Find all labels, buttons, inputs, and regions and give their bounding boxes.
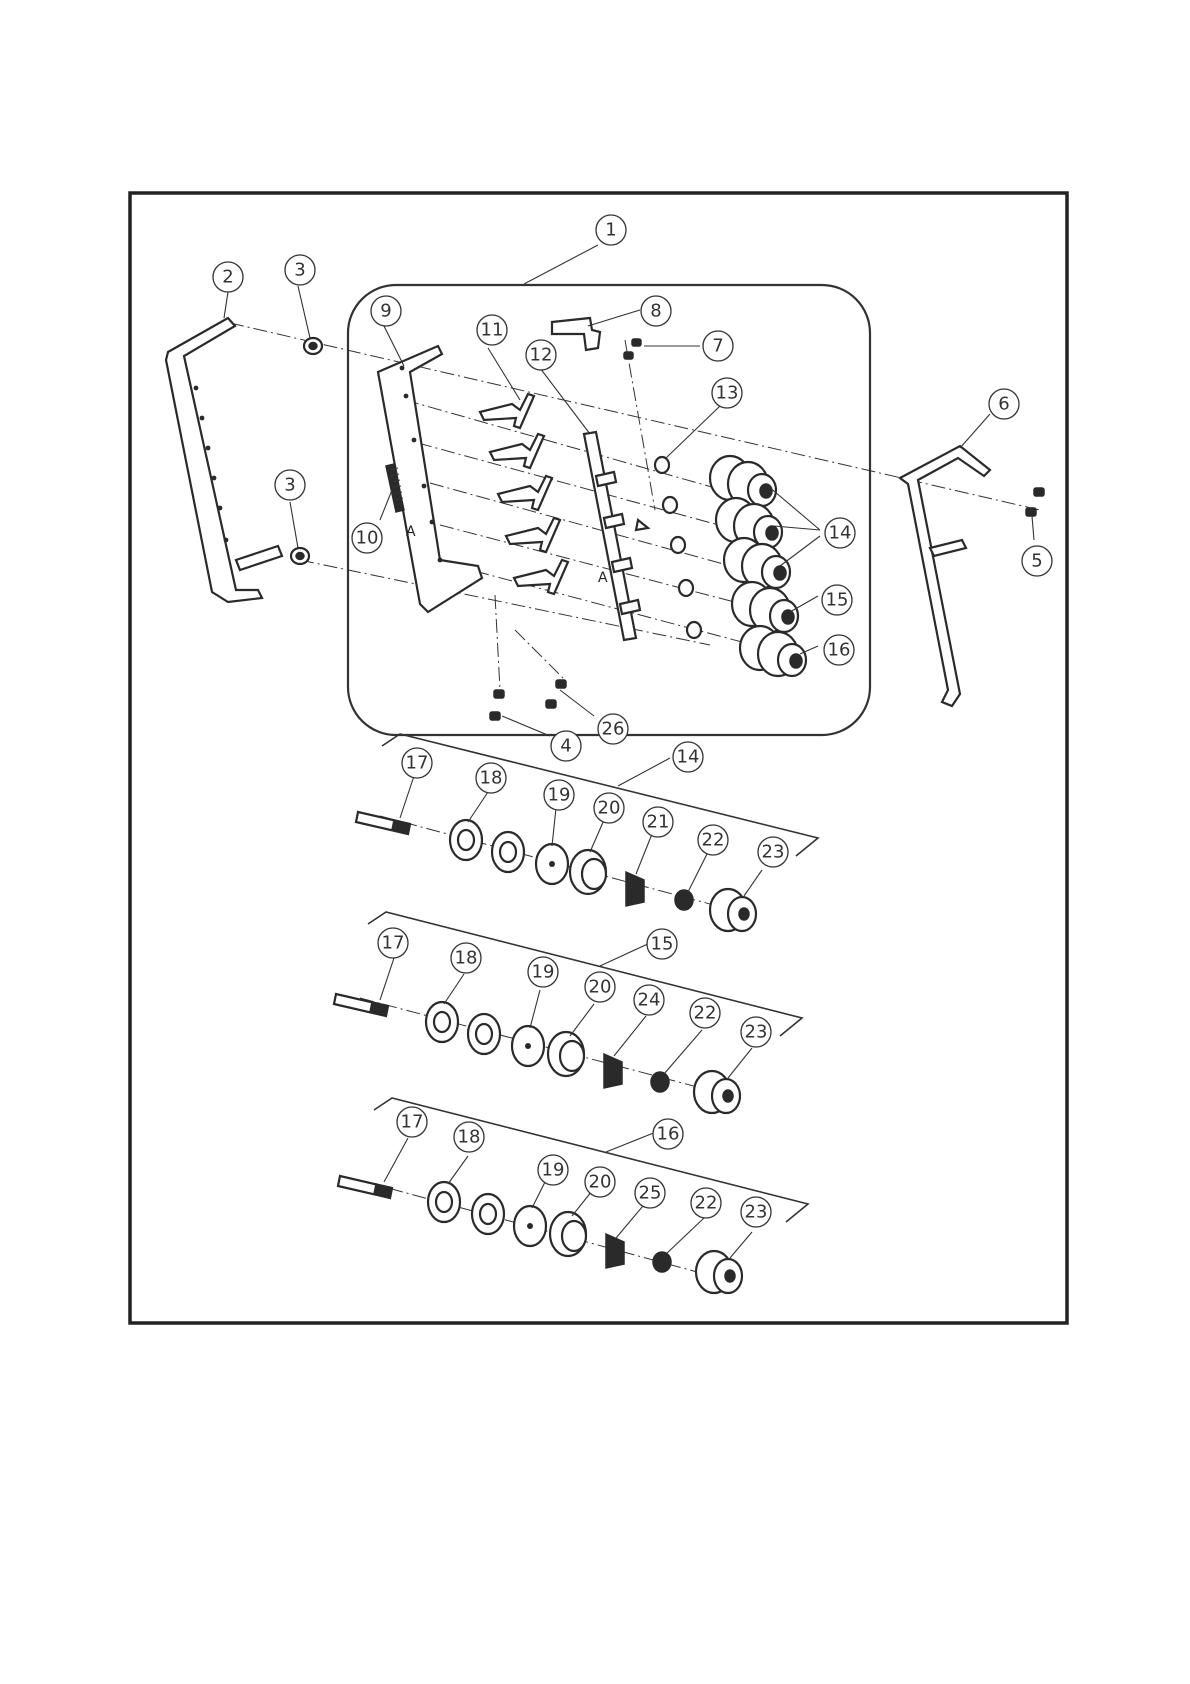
svg-text:15: 15: [651, 934, 674, 955]
svg-text:22: 22: [694, 1003, 717, 1024]
svg-text:14: 14: [677, 747, 700, 768]
svg-text:20: 20: [589, 1172, 612, 1193]
callout-3-upper: 3: [285, 255, 315, 285]
callout-14-top: 14: [825, 518, 855, 548]
svg-text:23: 23: [762, 842, 785, 863]
svg-text:25: 25: [639, 1183, 662, 1204]
callout-22-b: 22: [690, 998, 720, 1028]
callout-22-a: 22: [698, 825, 728, 855]
svg-text:15: 15: [826, 590, 849, 611]
svg-text:2: 2: [222, 267, 233, 288]
svg-text:20: 20: [589, 977, 612, 998]
svg-text:22: 22: [695, 1193, 718, 1214]
bracket-part-8: [552, 318, 600, 350]
callout-16-detail: 16: [653, 1119, 683, 1149]
screws-part-5: [1026, 488, 1044, 516]
svg-text:5: 5: [1031, 551, 1042, 572]
svg-text:22: 22: [702, 830, 725, 851]
svg-text:23: 23: [745, 1022, 768, 1043]
svg-text:18: 18: [480, 768, 503, 789]
callout-17-b: 17: [378, 928, 408, 958]
callout-19-b: 19: [528, 957, 558, 987]
svg-text:17: 17: [401, 1112, 424, 1133]
callout-18-c: 18: [454, 1122, 484, 1152]
mark-a-right: A: [598, 570, 608, 586]
diagram-frame: [130, 193, 1067, 1323]
callout-12: 12: [526, 340, 556, 370]
callout-18-b: 18: [451, 943, 481, 973]
callout-8: 8: [641, 296, 671, 326]
callout-20-b: 20: [585, 972, 615, 1002]
svg-text:17: 17: [382, 933, 405, 954]
svg-text:17: 17: [406, 753, 429, 774]
callout-15-detail: 15: [647, 929, 677, 959]
bracket-part-6: [900, 446, 990, 706]
svg-text:19: 19: [542, 1160, 565, 1181]
callout-13: 13: [712, 378, 742, 408]
callout-11: 11: [477, 315, 507, 345]
svg-text:16: 16: [657, 1124, 680, 1145]
svg-text:19: 19: [532, 962, 555, 983]
svg-text:16: 16: [828, 640, 851, 661]
svg-text:8: 8: [650, 301, 661, 322]
svg-text:26: 26: [602, 719, 625, 740]
callout-19-a: 19: [544, 780, 574, 810]
mark-a-left: A: [406, 524, 416, 540]
callout-7: 7: [703, 331, 733, 361]
callout-3-lower: 3: [275, 470, 305, 500]
svg-text:3: 3: [294, 260, 305, 281]
svg-text:21: 21: [647, 812, 670, 833]
callout-17-c: 17: [397, 1107, 427, 1137]
callout-26: 26: [598, 714, 628, 744]
tension-assemblies-14-16: [710, 456, 806, 676]
svg-text:24: 24: [638, 990, 661, 1011]
callout-20-c: 20: [585, 1167, 615, 1197]
callout-16-top: 16: [824, 635, 854, 665]
lever-part-11: [480, 394, 568, 594]
screws-part-4: [490, 690, 556, 720]
callout-6: 6: [989, 389, 1019, 419]
svg-text:7: 7: [712, 336, 723, 357]
svg-text:12: 12: [530, 345, 553, 366]
screws-part-26: [556, 680, 566, 688]
bracket-2-foot: [236, 546, 282, 570]
callout-17-a: 17: [402, 748, 432, 778]
callout-4: 4: [551, 731, 581, 761]
callout-24: 24: [634, 985, 664, 1015]
svg-text:3: 3: [284, 475, 295, 496]
svg-text:4: 4: [560, 736, 571, 757]
callout-23-a: 23: [758, 837, 788, 867]
svg-text:18: 18: [455, 948, 478, 969]
callout-23-c: 23: [741, 1197, 771, 1227]
svg-text:18: 18: [458, 1127, 481, 1148]
callout-9: 9: [371, 296, 401, 326]
spacer-part-3-lower: [291, 548, 309, 564]
callout-14-detail: 14: [673, 742, 703, 772]
callout-18-a: 18: [476, 763, 506, 793]
callout-22-c: 22: [691, 1188, 721, 1218]
callout-15-top: 15: [822, 585, 852, 615]
spacer-part-3-upper: [304, 338, 322, 354]
callout-25: 25: [635, 1178, 665, 1208]
svg-text:14: 14: [829, 523, 852, 544]
callout-21: 21: [643, 807, 673, 837]
svg-text:20: 20: [598, 798, 621, 819]
svg-text:13: 13: [716, 383, 739, 404]
bracket-6-arm: [930, 540, 966, 556]
callout-1: 1: [596, 215, 626, 245]
svg-text:1: 1: [605, 220, 616, 241]
svg-text:23: 23: [745, 1202, 768, 1223]
callout-2: 2: [213, 262, 243, 292]
callout-5: 5: [1022, 546, 1052, 576]
svg-text:6: 6: [998, 394, 1009, 415]
svg-text:9: 9: [380, 301, 391, 322]
svg-text:10: 10: [356, 528, 379, 549]
callout-23-b: 23: [741, 1017, 771, 1047]
svg-text:11: 11: [481, 320, 504, 341]
callout-19-c: 19: [538, 1155, 568, 1185]
svg-text:19: 19: [548, 785, 571, 806]
callout-10: 10: [352, 523, 382, 553]
callout-20-a: 20: [594, 793, 624, 823]
